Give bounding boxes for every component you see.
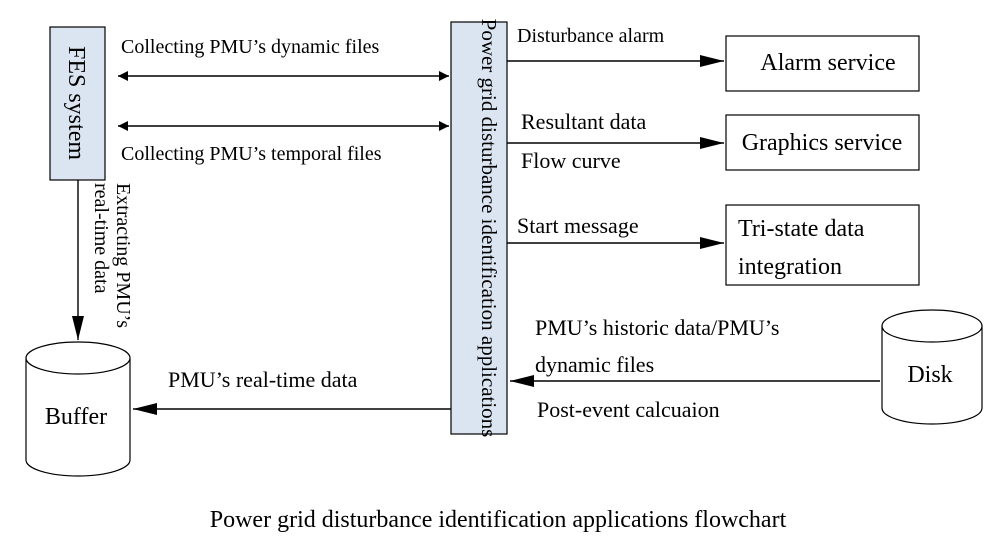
resultant-data-label: Resultant data bbox=[521, 109, 646, 134]
temporal-files-label: Collecting PMU’s temporal files bbox=[121, 143, 382, 165]
disk-label: Disk bbox=[907, 362, 952, 388]
buffer-cylinder: Buffer bbox=[25, 341, 131, 477]
graphics-service-box: Graphics service bbox=[725, 114, 920, 171]
tristate-integration-box: Tri-state data integration bbox=[725, 204, 920, 286]
start-message-label: Start message bbox=[517, 213, 639, 238]
core-application-label: Power grid disturbance identification ap… bbox=[477, 19, 501, 438]
extracting-label-line2: real-time data bbox=[90, 183, 112, 294]
alarm-service-label: Alarm service bbox=[760, 50, 895, 76]
alarm-service-box: Alarm service bbox=[725, 35, 920, 92]
flow-curve-label: Flow curve bbox=[521, 148, 621, 173]
tristate-label-line1: Tri-state data bbox=[738, 216, 865, 242]
fes-system-box: FES system bbox=[49, 26, 106, 181]
buffer-label: Buffer bbox=[45, 404, 107, 430]
graphics-service-label: Graphics service bbox=[742, 130, 903, 156]
dynamic-files-label: Collecting PMU’s dynamic files bbox=[121, 36, 380, 58]
extracting-label-line1: Extracting PMU’s bbox=[112, 183, 134, 328]
tristate-label-line2: integration bbox=[738, 254, 842, 280]
core-application-box: Power grid disturbance identification ap… bbox=[450, 19, 508, 438]
disturbance-alarm-label: Disturbance alarm bbox=[517, 25, 665, 47]
historic-data-label-line2: dynamic files bbox=[535, 352, 654, 377]
figure-caption: Power grid disturbance identification ap… bbox=[210, 507, 787, 533]
realtime-data-label: PMU’s real-time data bbox=[168, 367, 358, 392]
historic-data-label-line1: PMU’s historic data/PMU’s bbox=[535, 315, 779, 340]
fes-system-label: FES system bbox=[63, 46, 89, 160]
post-event-label: Post-event calcuaion bbox=[537, 397, 720, 422]
disk-cylinder: Disk bbox=[881, 309, 983, 425]
